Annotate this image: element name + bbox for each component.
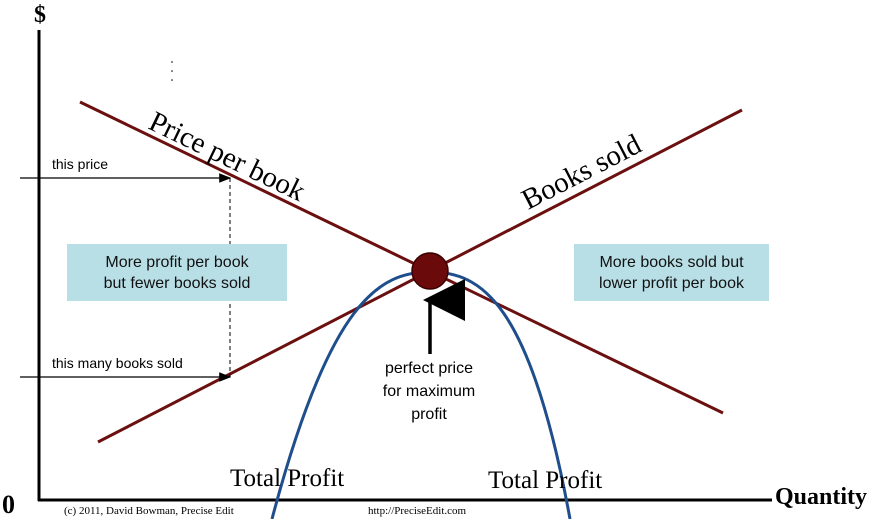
right-box-line1: More books sold but <box>599 253 744 271</box>
x-axis-label: Quantity <box>775 484 867 510</box>
total-profit-left-label: Total Profit <box>230 465 344 492</box>
this-price-label: this price <box>52 156 108 172</box>
price-per-book-line <box>79 100 724 415</box>
annotation-line3: profit <box>411 406 447 423</box>
annotation-line2: for maximum <box>383 383 475 400</box>
y-axis-label: $ <box>34 2 46 28</box>
right-info-box: More books sold but lower profit per boo… <box>574 244 769 301</box>
copyright-text: (c) 2011, David Bowman, Precise Edit <box>64 505 234 517</box>
stray-dot <box>171 61 173 63</box>
right-box-line2: lower profit per book <box>599 274 744 292</box>
annotation-line1: perfect price <box>385 360 473 377</box>
stray-dot <box>171 70 173 72</box>
this-many-label: this many books sold <box>52 355 183 371</box>
stray-dot <box>171 79 173 81</box>
url-text: http://PreciseEdit.com <box>368 505 467 517</box>
left-info-box: More profit per book but fewer books sol… <box>67 244 287 301</box>
left-box-line1: More profit per book <box>105 253 249 271</box>
price-per-book-label: Price per book <box>144 105 311 208</box>
total-profit-right-label: Total Profit <box>488 467 602 494</box>
left-box-line2: but fewer books sold <box>103 274 251 292</box>
optimum-point <box>411 252 449 290</box>
origin-label: 0 <box>2 490 15 519</box>
books-sold-label: Books sold <box>517 128 647 216</box>
